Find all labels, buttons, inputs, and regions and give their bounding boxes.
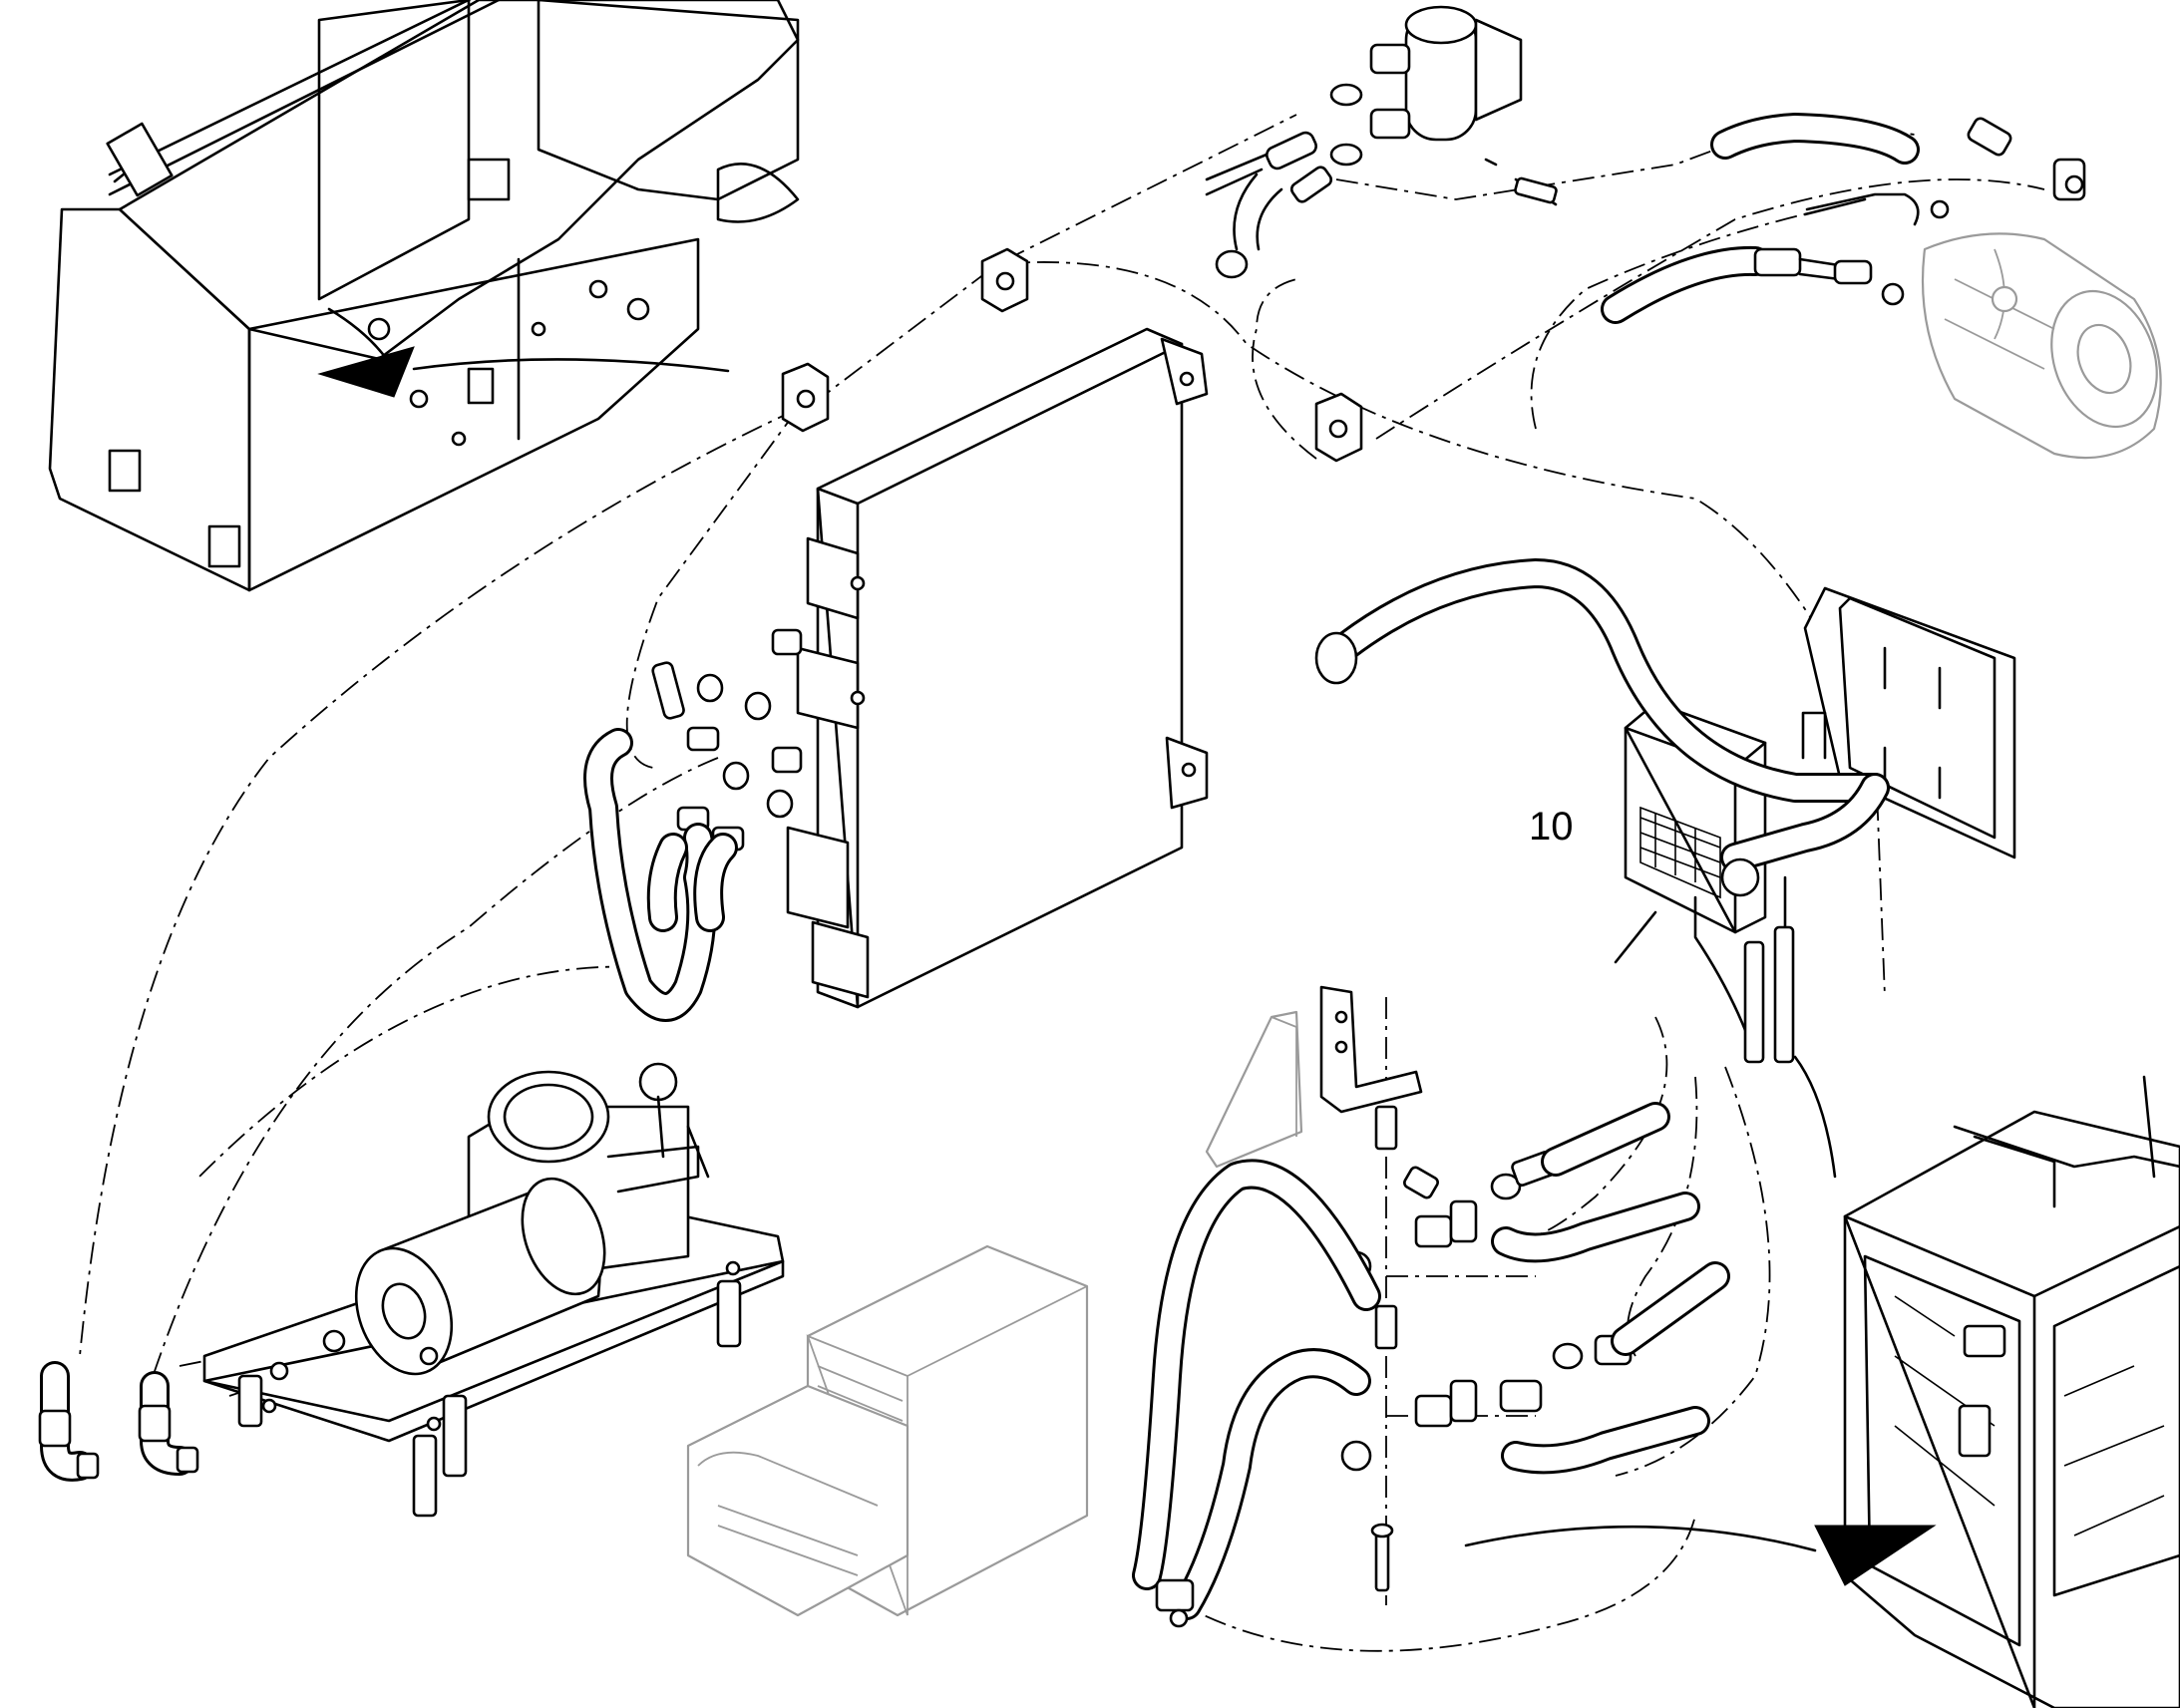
- condenser-fittings: [651, 628, 803, 852]
- receiver-dryer-icon: [1329, 5, 1558, 206]
- compressor-icon: [1921, 232, 2162, 460]
- condenser-hoses: [583, 728, 738, 1022]
- brackets: [1205, 985, 1423, 1592]
- receiver-hoses: [1205, 131, 1333, 279]
- cab-hoses: [1132, 1102, 1730, 1628]
- clamp-blocks: [781, 247, 1363, 463]
- evaporator-unit-icon: [1314, 558, 2016, 1179]
- condenser-icon: [786, 327, 1209, 1009]
- compressor-hoses: [1601, 113, 2086, 324]
- cab-icon: [1464, 1075, 2180, 1708]
- pump-motor-icon: [202, 1062, 785, 1518]
- hvac-blower-icon: [686, 1244, 1089, 1617]
- vehicle-frame-icon: [48, 0, 800, 592]
- pump-hoses: [38, 1361, 199, 1482]
- callout-10: 10: [1529, 805, 1574, 849]
